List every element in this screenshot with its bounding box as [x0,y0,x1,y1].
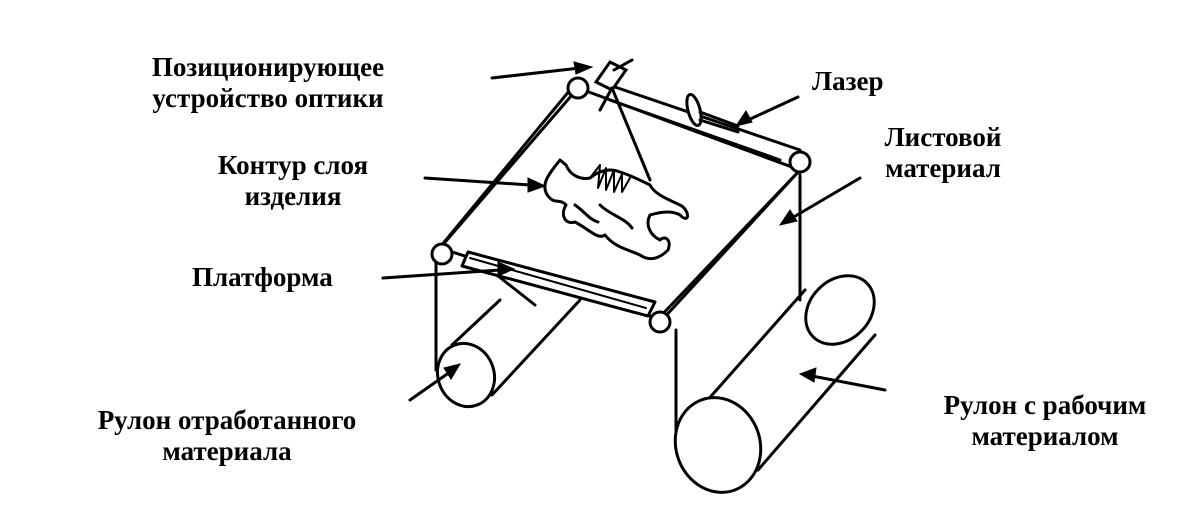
label-laser: Лазер [812,66,883,97]
sheet-material [434,86,802,324]
rollers [430,76,812,334]
leader-arrows [381,61,887,402]
label-laser-line1: Лазер [812,66,884,96]
label-sheet-material-line2: материал [885,153,1001,183]
label-waste-roll-line2: материала [162,436,292,466]
label-positioning-optics-line1: Позиционирующее [151,52,385,82]
label-waste-roll: Рулон отработанного материала [62,405,392,467]
label-layer-contour: Контур слоя изделия [198,150,388,212]
label-sheet-material: Листовой материал [868,122,1018,184]
positioning-optics [593,58,652,182]
label-platform-line1: Платформа [192,262,333,292]
laser [608,84,802,162]
label-layer-contour-line2: изделия [244,181,342,211]
label-sheet-material-line1: Листовой [884,122,1002,152]
label-layer-contour-line1: Контур слоя [217,150,369,180]
label-working-roll: Рулон с рабочим материалом [910,390,1180,452]
label-working-roll-line1: Рулон с рабочим [943,390,1147,420]
label-positioning-optics: Позиционирующее устройство оптики [118,52,418,114]
working-roll [673,173,877,494]
label-platform: Платформа [192,262,333,293]
label-working-roll-line2: материалом [971,421,1119,451]
label-waste-roll-line1: Рулон отработанного [97,405,357,435]
label-positioning-optics-line2: устройство оптики [152,83,384,113]
layer-contour [543,158,689,261]
